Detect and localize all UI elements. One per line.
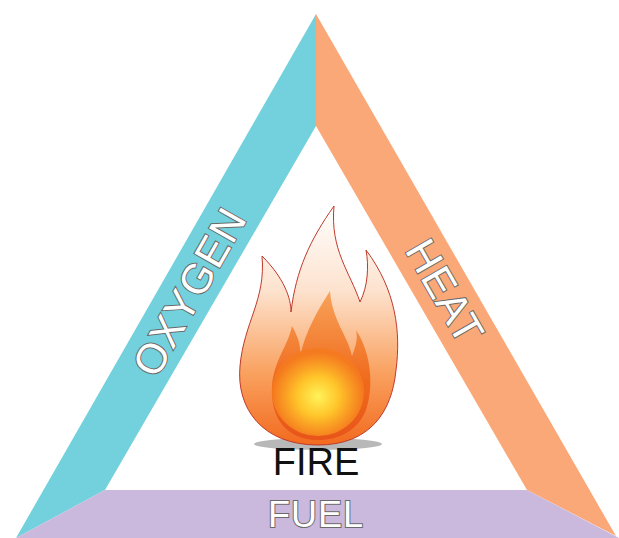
band-label: FUEL — [268, 497, 364, 533]
center-label: FIRE — [273, 443, 360, 481]
band-fill — [16, 490, 619, 538]
band-label: OXYGEN — [126, 201, 254, 383]
band-fill — [16, 14, 316, 538]
flame-core — [272, 348, 364, 436]
inner-flame — [272, 291, 371, 440]
outer-flame — [240, 206, 398, 445]
band-fill — [316, 14, 616, 536]
band-label: HEAT — [398, 233, 491, 352]
